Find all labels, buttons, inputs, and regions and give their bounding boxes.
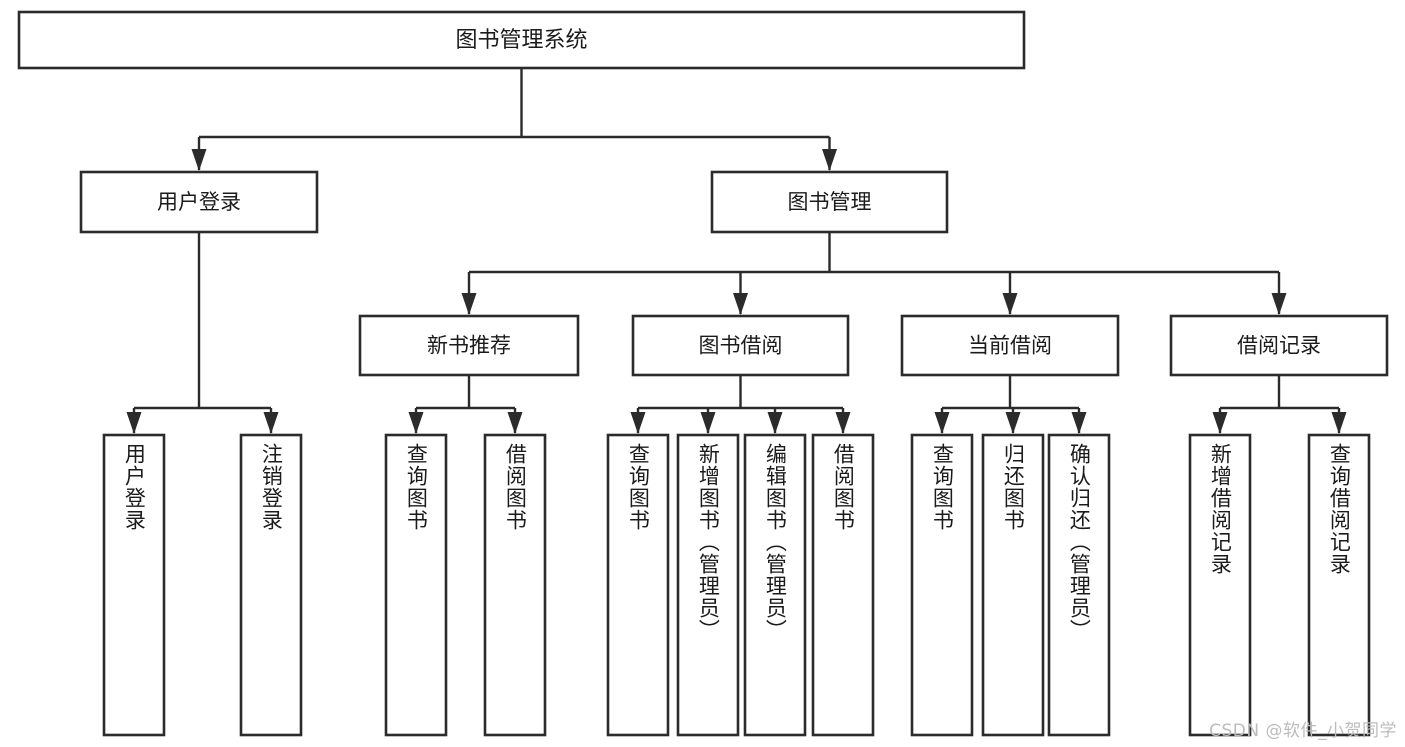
arrow-head-icon (1002, 293, 1018, 315)
leaf-box-l2-2-1 (981, 433, 1045, 737)
arrow-head-icon (408, 412, 424, 434)
arrow-head-icon (1212, 412, 1228, 434)
node-root-label: 图书管理系统 (455, 28, 587, 53)
node-box-layer (17, 10, 1389, 737)
node-level2-box-3 (1169, 314, 1389, 377)
arrow-head-icon (934, 412, 950, 434)
node-level1-box-0 (79, 170, 319, 234)
node-level2-box-2 (900, 314, 1120, 377)
leaf-box-l2-0-1 (483, 433, 547, 737)
leaf-box-l2-2-2 (1047, 433, 1111, 737)
arrow-head-icon (1071, 412, 1087, 434)
node-root-box (17, 10, 1026, 70)
arrow-head-icon (461, 293, 477, 315)
arrow-head-icon (700, 412, 716, 434)
node-level2-label-3: 借阅记录 (1237, 334, 1321, 358)
arrow-head-icon (1331, 412, 1347, 434)
leaf-box-login-1 (239, 433, 303, 737)
arrow-head-icon (1271, 293, 1287, 315)
node-level1-label-0: 用户登录 (157, 190, 241, 214)
node-level2-box-1 (631, 314, 850, 377)
arrow-head-icon (630, 412, 646, 434)
leaf-box-l2-1-2 (743, 433, 807, 737)
leaf-box-l2-1-0 (606, 433, 670, 737)
arrow-head-icon (767, 412, 783, 434)
connector-layer (126, 68, 1347, 434)
node-level1-box-1 (710, 170, 949, 234)
arrow-head-icon (263, 412, 279, 434)
arrow-head-icon (733, 293, 748, 315)
arrow-head-icon (191, 149, 207, 171)
leaf-box-login-0 (102, 433, 166, 737)
leaf-box-l2-3-0 (1188, 433, 1252, 737)
arrow-head-icon (835, 412, 851, 434)
node-level2-box-0 (358, 314, 580, 377)
arrow-head-icon (822, 149, 837, 171)
node-level1-label-1: 图书管理 (788, 190, 872, 214)
watermark: CSDN @软件_小贺同学 (1209, 721, 1397, 741)
leaf-box-l2-1-1 (676, 433, 740, 737)
leaf-box-l2-3-1 (1307, 433, 1371, 737)
node-level2-label-0: 新书推荐 (427, 334, 511, 358)
node-level2-label-1: 图书借阅 (699, 334, 783, 358)
leaf-box-l2-0-0 (384, 433, 448, 737)
leaf-box-l2-1-3 (811, 433, 875, 737)
arrow-head-icon (507, 412, 523, 434)
node-level2-label-2: 当前借阅 (968, 334, 1052, 358)
arrow-head-icon (1005, 412, 1021, 434)
leaf-box-l2-2-0 (910, 433, 974, 737)
arrow-head-icon (126, 412, 142, 434)
